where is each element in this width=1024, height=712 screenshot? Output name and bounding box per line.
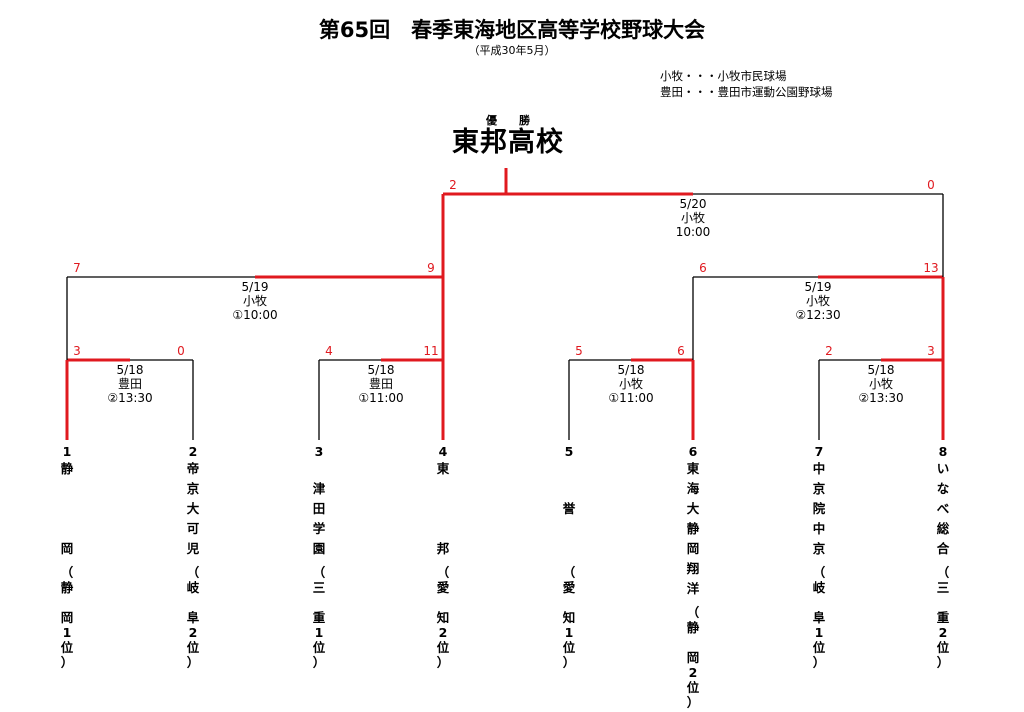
round1-match-4-time: ②13:30 (858, 391, 903, 405)
champion-name: 東邦高校 (452, 127, 564, 158)
champion-label: 優勝 (486, 114, 552, 127)
semifinal-match-2-score-right: 13 (923, 261, 938, 275)
team-name: 中京院中京 (812, 461, 826, 556)
round1-match-3-venue: 小牧 (619, 377, 643, 391)
team-seed: 5 (564, 444, 574, 459)
semifinal-match-1-venue: 小牧 (243, 294, 267, 308)
round1-match-2-time: ①11:00 (358, 391, 403, 405)
round1-match-1-venue: 豊田 (118, 377, 142, 391)
team-seed: 6 (688, 444, 698, 459)
team-name: 東邦 (436, 461, 450, 556)
semifinal-match-1-score-right: 9 (427, 261, 435, 275)
round1-match-3-score-left: 5 (575, 344, 583, 358)
page-title: 第65回 春季東海地区高等学校野球大会 (318, 18, 706, 42)
final-match-score-right: 0 (927, 178, 935, 192)
team-name: 帝京大可児 (186, 461, 200, 556)
semifinal-match-2-date: 5/19 (805, 280, 832, 294)
team-seed: 3 (314, 444, 324, 459)
team-name: いなべ総合 (936, 461, 950, 556)
round1-match-1-score-right: 0 (177, 344, 185, 358)
round1-match-4-score-right: 3 (927, 344, 935, 358)
legend-item-toyota: 豊田・・・豊田市運動公園野球場 (660, 85, 833, 99)
venue-legend: 小牧・・・小牧市民球場 豊田・・・豊田市運動公園野球場 (660, 68, 833, 100)
round1-match-1-time: ②13:30 (107, 391, 152, 405)
semifinal-match-2-score-left: 6 (699, 261, 707, 275)
round1-match-1-date: 5/18 (117, 363, 144, 377)
round1-match-1-score-left: 3 (73, 344, 81, 358)
final-match-date: 5/20 (680, 197, 707, 211)
round1-match-4-score-left: 2 (825, 344, 833, 358)
round1-match-4-venue: 小牧 (869, 377, 893, 391)
legend-item-komaki: 小牧・・・小牧市民球場 (660, 69, 787, 83)
team-name: 誉 (562, 501, 576, 516)
semifinal-match-2-time: ②12:30 (795, 308, 840, 322)
final-match-time: 10:00 (676, 225, 711, 239)
team-seed: 1 (62, 444, 72, 459)
semifinal-match-1-time: ①10:00 (232, 308, 277, 322)
round1-match-2-date: 5/18 (368, 363, 395, 377)
final-match-score-left: 2 (449, 178, 457, 192)
round1-match-3-date: 5/18 (618, 363, 645, 377)
final-match-venue: 小牧 (681, 211, 705, 225)
team-seed: 4 (438, 444, 448, 459)
team-seed: 2 (188, 444, 198, 459)
page-subtitle: （平成30年5月） (468, 44, 556, 57)
round1-match-2-venue: 豊田 (369, 377, 393, 391)
semifinal-match-1-score-left: 7 (73, 261, 81, 275)
team-name: 津田学園 (312, 481, 326, 556)
team-seed: 7 (814, 444, 824, 459)
round1-match-2-score-right: 11 (423, 344, 438, 358)
round1-match-3-score-right: 6 (677, 344, 685, 358)
round1-match-3-time: ①11:00 (608, 391, 653, 405)
round1-match-2-score-left: 4 (325, 344, 333, 358)
semifinal-match-1-date: 5/19 (242, 280, 269, 294)
team-name: 静岡 (60, 461, 74, 556)
semifinal-match-2-venue: 小牧 (806, 294, 830, 308)
round1-match-4-date: 5/18 (868, 363, 895, 377)
team-name: 東海大静岡翔洋 (686, 461, 700, 596)
team-seed: 8 (938, 444, 948, 459)
